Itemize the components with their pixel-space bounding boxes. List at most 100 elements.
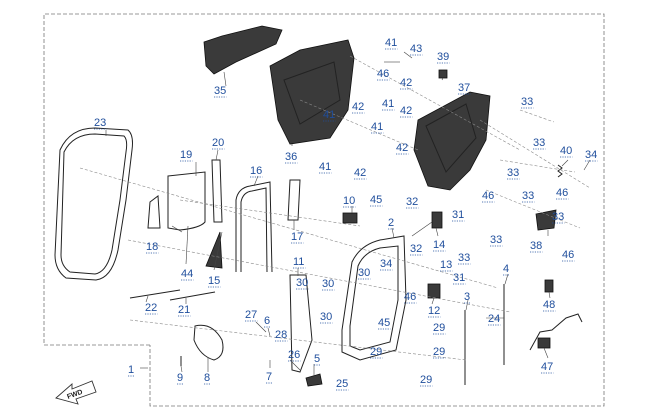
hinge-12-shape (427, 283, 441, 299)
callout-4[interactable]: 4 (503, 263, 509, 275)
callout-22[interactable]: 22 (145, 302, 157, 314)
handle-25-shape (305, 373, 323, 387)
callout-underlines (94, 48, 598, 391)
callout-38[interactable]: 38 (530, 240, 542, 252)
callout-7[interactable]: 7 (266, 371, 272, 383)
callout-46[interactable]: 46 (377, 68, 389, 80)
callout-30-c[interactable]: 30 (320, 311, 332, 323)
callout-29-b[interactable]: 29 (433, 346, 445, 358)
callout-34[interactable]: 34 (585, 149, 597, 161)
door-frame-shape (341, 235, 407, 361)
callout-32-b[interactable]: 32 (410, 243, 422, 255)
callout-18[interactable]: 18 (146, 241, 158, 253)
callout-46-c[interactable]: 46 (556, 187, 568, 199)
callout-33-f[interactable]: 33 (458, 252, 470, 264)
callout-46-b[interactable]: 46 (482, 190, 494, 202)
callout-31[interactable]: 31 (452, 209, 464, 221)
window-channel-shape (235, 181, 273, 273)
callout-1[interactable]: 1 (128, 364, 134, 376)
callout-39[interactable]: 39 (437, 51, 449, 63)
callout-37[interactable]: 37 (458, 82, 470, 94)
door-frame-inner-shape (349, 245, 399, 351)
callout-24[interactable]: 24 (488, 313, 500, 325)
callout-17[interactable]: 17 (291, 231, 303, 243)
callout-42-d[interactable]: 42 (396, 142, 408, 154)
callout-2[interactable]: 2 (388, 217, 394, 229)
callout-41-c[interactable]: 41 (371, 121, 383, 133)
callout-14[interactable]: 14 (433, 239, 445, 251)
inner-door-panel-shape (269, 39, 355, 145)
callout-25[interactable]: 25 (336, 378, 348, 390)
callout-33-d[interactable]: 33 (522, 190, 534, 202)
spring-shape (557, 164, 563, 178)
callout-29-d[interactable]: 29 (370, 346, 382, 358)
callout-41-e[interactable]: 41 (319, 161, 331, 173)
callout-42-b[interactable]: 42 (400, 77, 412, 89)
callout-15[interactable]: 15 (208, 275, 220, 287)
callout-48[interactable]: 48 (543, 299, 555, 311)
callout-41-d[interactable]: 41 (323, 109, 335, 121)
cable-shape (193, 324, 224, 361)
callout-23[interactable]: 23 (94, 117, 106, 129)
latch-10-shape (342, 212, 358, 224)
callout-42-e[interactable]: 42 (354, 167, 366, 179)
callout-33-e[interactable]: 33 (490, 234, 502, 246)
door-trim-panel-shape (413, 91, 491, 191)
door-seal-shape (54, 127, 133, 281)
callout-42-c[interactable]: 42 (400, 105, 412, 117)
callout-12[interactable]: 12 (428, 305, 440, 317)
callout-42[interactable]: 42 (352, 101, 364, 113)
callout-41[interactable]: 41 (385, 37, 397, 49)
inner-door-panel-detail-shape (283, 61, 341, 125)
glass-run-strip-shape (211, 159, 223, 223)
callout-16[interactable]: 16 (250, 165, 262, 177)
belt-strip-lower-shape (129, 289, 181, 299)
callout-33[interactable]: 33 (521, 96, 533, 108)
callout-45[interactable]: 45 (370, 194, 382, 206)
callout-32[interactable]: 32 (406, 196, 418, 208)
callout-47[interactable]: 47 (541, 361, 553, 373)
callout-9[interactable]: 9 (177, 372, 183, 384)
callout-21[interactable]: 21 (178, 304, 190, 316)
clip-39-shape (438, 69, 448, 79)
callout-33-b[interactable]: 33 (533, 137, 545, 149)
repeated-callout-labels: 29 29 29 30 30 30 31 32 33 33 33 33 33 3… (296, 77, 574, 386)
callout-20[interactable]: 20 (212, 137, 224, 149)
callout-26[interactable]: 26 (288, 349, 300, 361)
callout-41-b[interactable]: 41 (382, 98, 394, 110)
callout-44[interactable]: 44 (181, 268, 193, 280)
callout-3[interactable]: 3 (464, 291, 470, 303)
callout-33-c[interactable]: 33 (507, 167, 519, 179)
switch-48-shape (544, 279, 554, 293)
callout-11[interactable]: 11 (293, 256, 304, 268)
window-channel-inner-shape (240, 187, 268, 273)
callout-43[interactable]: 43 (410, 43, 422, 55)
callout-5[interactable]: 5 (314, 353, 320, 365)
window-glass-shape (167, 171, 206, 231)
wire-harness-shape (529, 313, 583, 351)
callout-27[interactable]: 27 (245, 309, 257, 321)
callout-labels: 1 2 3 4 5 6 7 8 9 10 11 12 13 14 15 16 1… (94, 37, 597, 390)
callout-30-b[interactable]: 30 (358, 267, 370, 279)
callout-29-c[interactable]: 29 (420, 374, 432, 386)
callout-46-e[interactable]: 46 (404, 291, 416, 303)
callout-30-d[interactable]: 30 (296, 277, 308, 289)
hinge-14-shape (431, 211, 443, 229)
callout-31-b[interactable]: 31 (453, 272, 465, 284)
callout-6[interactable]: 6 (264, 315, 270, 327)
callout-35[interactable]: 35 (214, 85, 226, 97)
callout-28[interactable]: 28 (275, 329, 287, 341)
callout-29[interactable]: 29 (433, 322, 445, 334)
callout-13[interactable]: 13 (440, 259, 452, 271)
callout-10[interactable]: 10 (343, 195, 355, 207)
pillar-seal-shape (287, 179, 301, 221)
callout-34-b[interactable]: 34 (380, 258, 392, 270)
callout-33-g[interactable]: 33 (552, 211, 564, 223)
callout-30[interactable]: 30 (322, 278, 334, 290)
callout-8[interactable]: 8 (204, 372, 210, 384)
callout-36[interactable]: 36 (285, 151, 297, 163)
callout-19[interactable]: 19 (180, 149, 192, 161)
callout-45-b[interactable]: 45 (378, 317, 390, 329)
callout-46-d[interactable]: 46 (562, 249, 574, 261)
callout-40[interactable]: 40 (560, 145, 572, 157)
